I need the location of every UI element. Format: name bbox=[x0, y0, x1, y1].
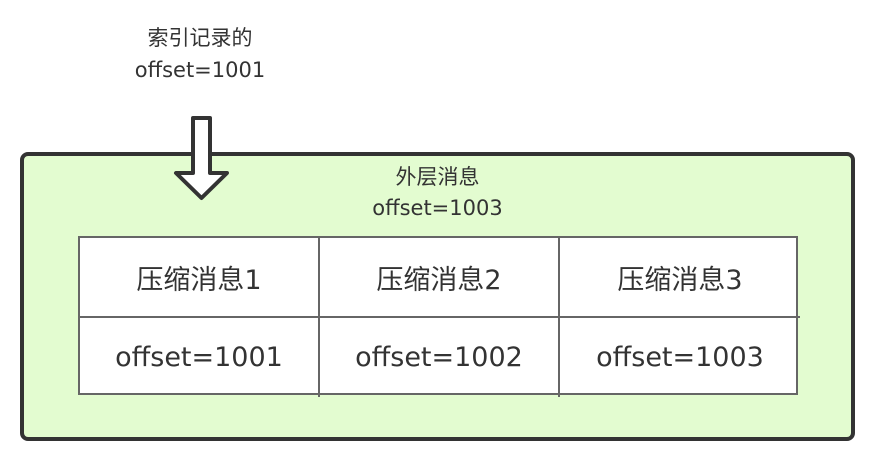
outer-message-offset: offset=1003 bbox=[372, 196, 503, 220]
index-label-line2: offset=1001 bbox=[134, 58, 266, 82]
outer-message-name: 外层消息 bbox=[395, 165, 480, 189]
outer-message-title: 外层消息 offset=1003 bbox=[24, 162, 851, 224]
down-arrow-icon bbox=[174, 116, 229, 200]
compressed-message-name: 压缩消息3 bbox=[560, 238, 800, 318]
compressed-message-offset: offset=1001 bbox=[80, 318, 320, 397]
index-label-line1: 索引记录的 bbox=[147, 26, 253, 50]
compressed-message-name: 压缩消息2 bbox=[320, 238, 560, 318]
compressed-message-offset: offset=1003 bbox=[596, 342, 764, 373]
compressed-message-name: 压缩消息1 bbox=[80, 238, 320, 318]
compressed-messages-table: 压缩消息1 压缩消息2 压缩消息3 offset=1001 offset=100… bbox=[78, 236, 800, 397]
index-offset-label: 索引记录的 offset=1001 bbox=[100, 22, 300, 86]
compressed-message-offset: offset=1002 bbox=[320, 318, 560, 397]
